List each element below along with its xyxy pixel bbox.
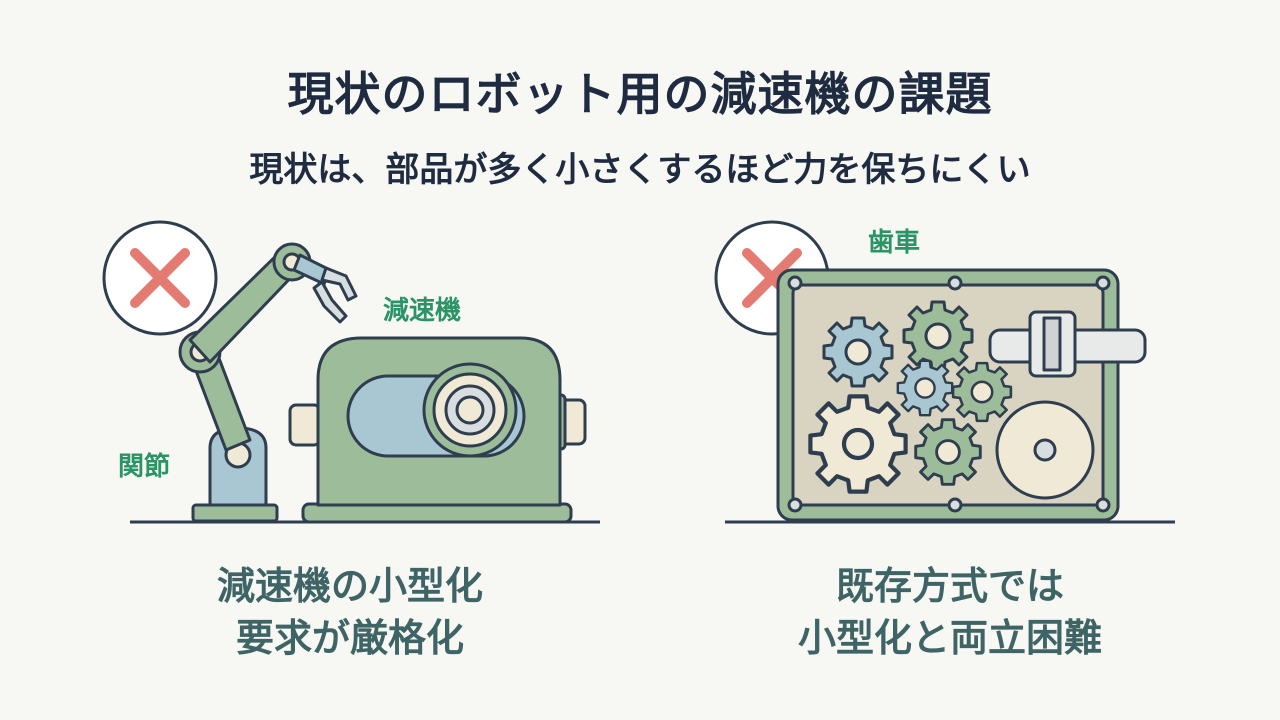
caption-left: 減速機の小型化 要求が厳格化 [130, 560, 570, 664]
label-reducer: 減速機 [383, 296, 462, 326]
label-joint: 関節 [118, 452, 171, 482]
gear-icon-green-top [902, 300, 974, 372]
caption-left-line2: 要求が厳格化 [235, 616, 464, 660]
gear-icon-blue-large [822, 316, 894, 388]
gear-icon-green-mid [951, 361, 1013, 423]
caption-right-line1: 既存方式では [835, 564, 1064, 608]
gear-icon-cream-large [810, 396, 905, 491]
x-mark-icon-left [102, 220, 218, 336]
gear-icon-green-bottom [914, 418, 982, 486]
reducer-machine-icon [288, 336, 587, 524]
page-title: 現状のロボット用の減速機の課題 [287, 67, 993, 121]
caption-left-line1: 減速機の小型化 [216, 564, 483, 608]
label-gear: 歯車 [868, 228, 921, 258]
robot-arm-icon [178, 242, 358, 523]
caption-right: 既存方式では 小型化と両立困難 [730, 560, 1170, 664]
caption-right-line2: 小型化と両立困難 [797, 616, 1102, 660]
page-subtitle: 現状は、部品が多く小さくするほど力を保ちにくい [249, 150, 1031, 190]
gear-icon-blue-small [896, 359, 954, 417]
